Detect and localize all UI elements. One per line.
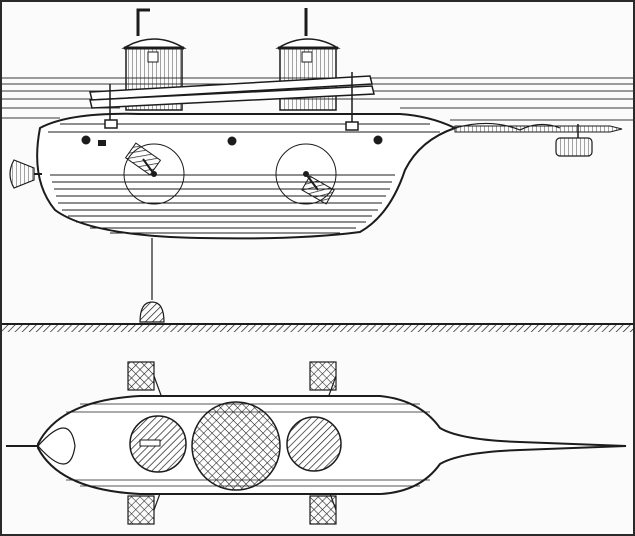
plan-view	[6, 361, 627, 525]
stern-propeller	[9, 159, 42, 189]
porthole	[81, 135, 91, 145]
seabed	[2, 323, 633, 332]
side-fins	[127, 361, 337, 525]
portholes	[81, 135, 383, 146]
hull-side	[36, 112, 458, 240]
side-view	[2, 8, 633, 332]
anchor-weight	[139, 238, 165, 323]
side-fin	[309, 361, 337, 391]
propeller-wheel-right	[275, 143, 337, 205]
hatched-circle	[286, 416, 342, 472]
bow-cap	[37, 427, 76, 465]
porthole	[227, 136, 237, 146]
deck-pipes	[89, 72, 375, 131]
porthole	[373, 135, 383, 145]
hatched-circle	[191, 401, 281, 491]
porthole	[98, 140, 106, 146]
propeller-wheel-left	[123, 142, 185, 205]
side-fin	[127, 361, 155, 391]
side-fin	[309, 495, 337, 525]
bow-spar	[454, 122, 623, 157]
hatch-slot	[139, 439, 161, 447]
side-fin	[127, 495, 155, 525]
